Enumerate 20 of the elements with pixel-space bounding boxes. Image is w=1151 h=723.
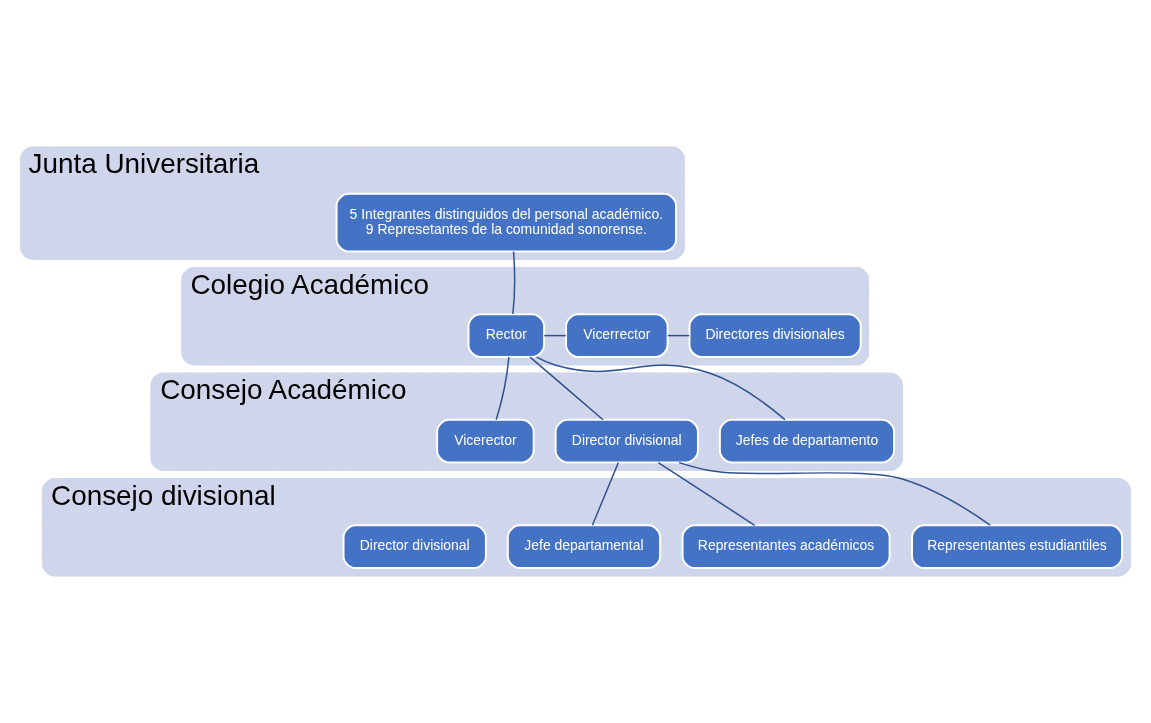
connector bbox=[529, 356, 604, 421]
node-box: Directores divisionales bbox=[688, 313, 862, 358]
node-box: Vicerrector bbox=[565, 313, 669, 358]
node-box: Representantes académicos bbox=[681, 524, 891, 570]
connector bbox=[657, 461, 756, 527]
node-box: Vicerector bbox=[436, 418, 535, 464]
connector bbox=[543, 334, 567, 337]
connector bbox=[591, 461, 620, 527]
node-box: Rector bbox=[467, 313, 546, 358]
node-box: Director divisional bbox=[554, 418, 699, 464]
connector bbox=[495, 356, 510, 421]
node-box: Jefe departamental bbox=[506, 524, 662, 570]
connector bbox=[678, 461, 991, 526]
connector bbox=[512, 250, 516, 315]
connector bbox=[667, 334, 690, 337]
node-box: 5 Integrantes distinguidos del personal académico. 9 Represetantes de la comunidad sonorense. bbox=[335, 192, 678, 253]
connector bbox=[535, 356, 786, 421]
node-box: Jefes de departamento bbox=[718, 418, 896, 464]
node-box: Representantes estudiantiles bbox=[911, 524, 1124, 570]
node-box: Director divisional bbox=[342, 524, 487, 570]
